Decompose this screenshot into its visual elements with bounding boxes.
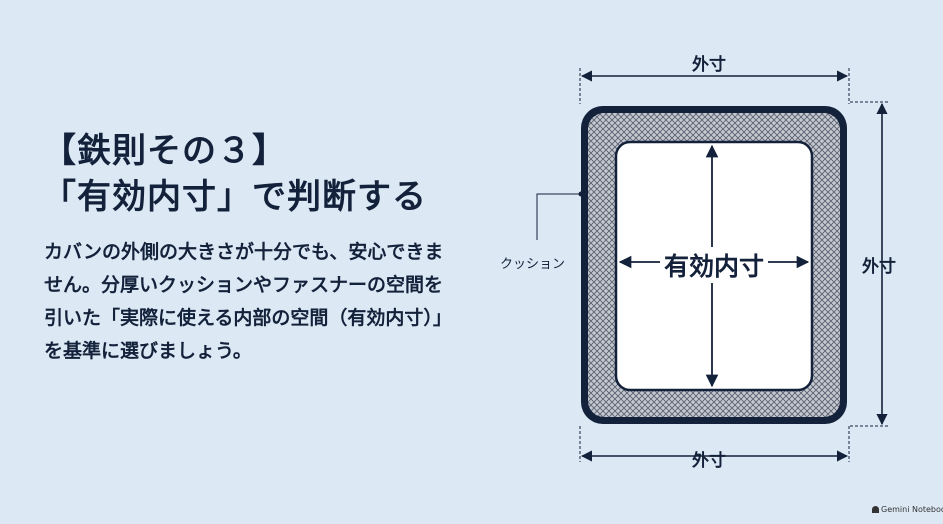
footer-brand: Gemini Notebook [872,505,943,514]
heading: 【鉄則その３】 「有効内寸」で判断する [42,128,427,220]
cushion-leader-line [536,193,580,240]
cushion-label: クッション [500,257,566,272]
notebook-logo-icon [872,506,879,513]
body-line-3: 引いた「実際に使える内部の空間（有効内寸）」 [44,307,452,329]
body-line-2: せん。分厚いクッションやファスナーの空間を [44,274,444,296]
outer-dimension-right-label: 外寸 [862,257,896,277]
footer-brand-text: Gemini Notebook [881,505,943,514]
cushion-leader-dot [578,191,584,197]
outer-dimension-top-label: 外寸 [692,55,726,75]
heading-line-1: 【鉄則その３】 [42,131,287,171]
body-text: カバンの外側の大きさが十分でも、安心できま せん。分厚いクッションやファスナーの… [44,236,486,368]
body-line-1: カバンの外側の大きさが十分でも、安心できま [44,241,444,263]
inner-dimension-label: 有効内寸 [660,247,769,283]
body-line-4: を基準に選びましょう。 [44,340,252,362]
heading-line-2: 「有効内寸」で判断する [42,177,427,217]
outer-dimension-bottom-label: 外寸 [692,451,726,471]
